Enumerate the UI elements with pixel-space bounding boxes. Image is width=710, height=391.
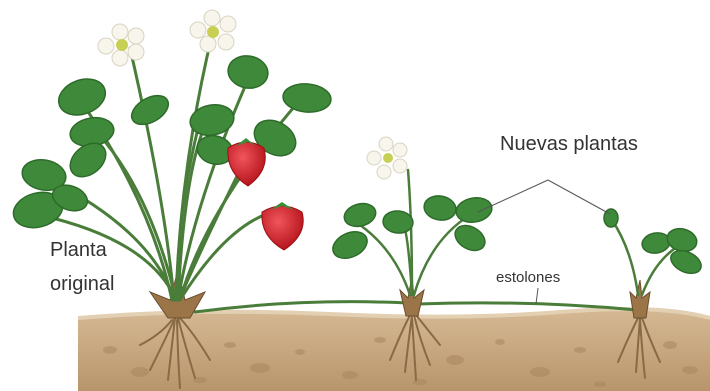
new-plants-label: Nuevas plantas: [500, 133, 638, 155]
strawberry: [228, 138, 265, 186]
runners-label: estolones: [496, 269, 560, 286]
original-plant-label-line1: Planta: [50, 239, 108, 261]
original-plant-label-line2: original: [50, 273, 114, 295]
new-plant-right: [604, 209, 705, 318]
original-plant: [9, 10, 332, 318]
flower: [190, 10, 236, 52]
strawberry: [262, 202, 303, 250]
runners-pointer: [536, 288, 538, 304]
new-plants-pointer: [478, 180, 610, 214]
flower: [367, 137, 407, 179]
new-plant-middle: [329, 137, 494, 316]
flower: [98, 24, 144, 66]
